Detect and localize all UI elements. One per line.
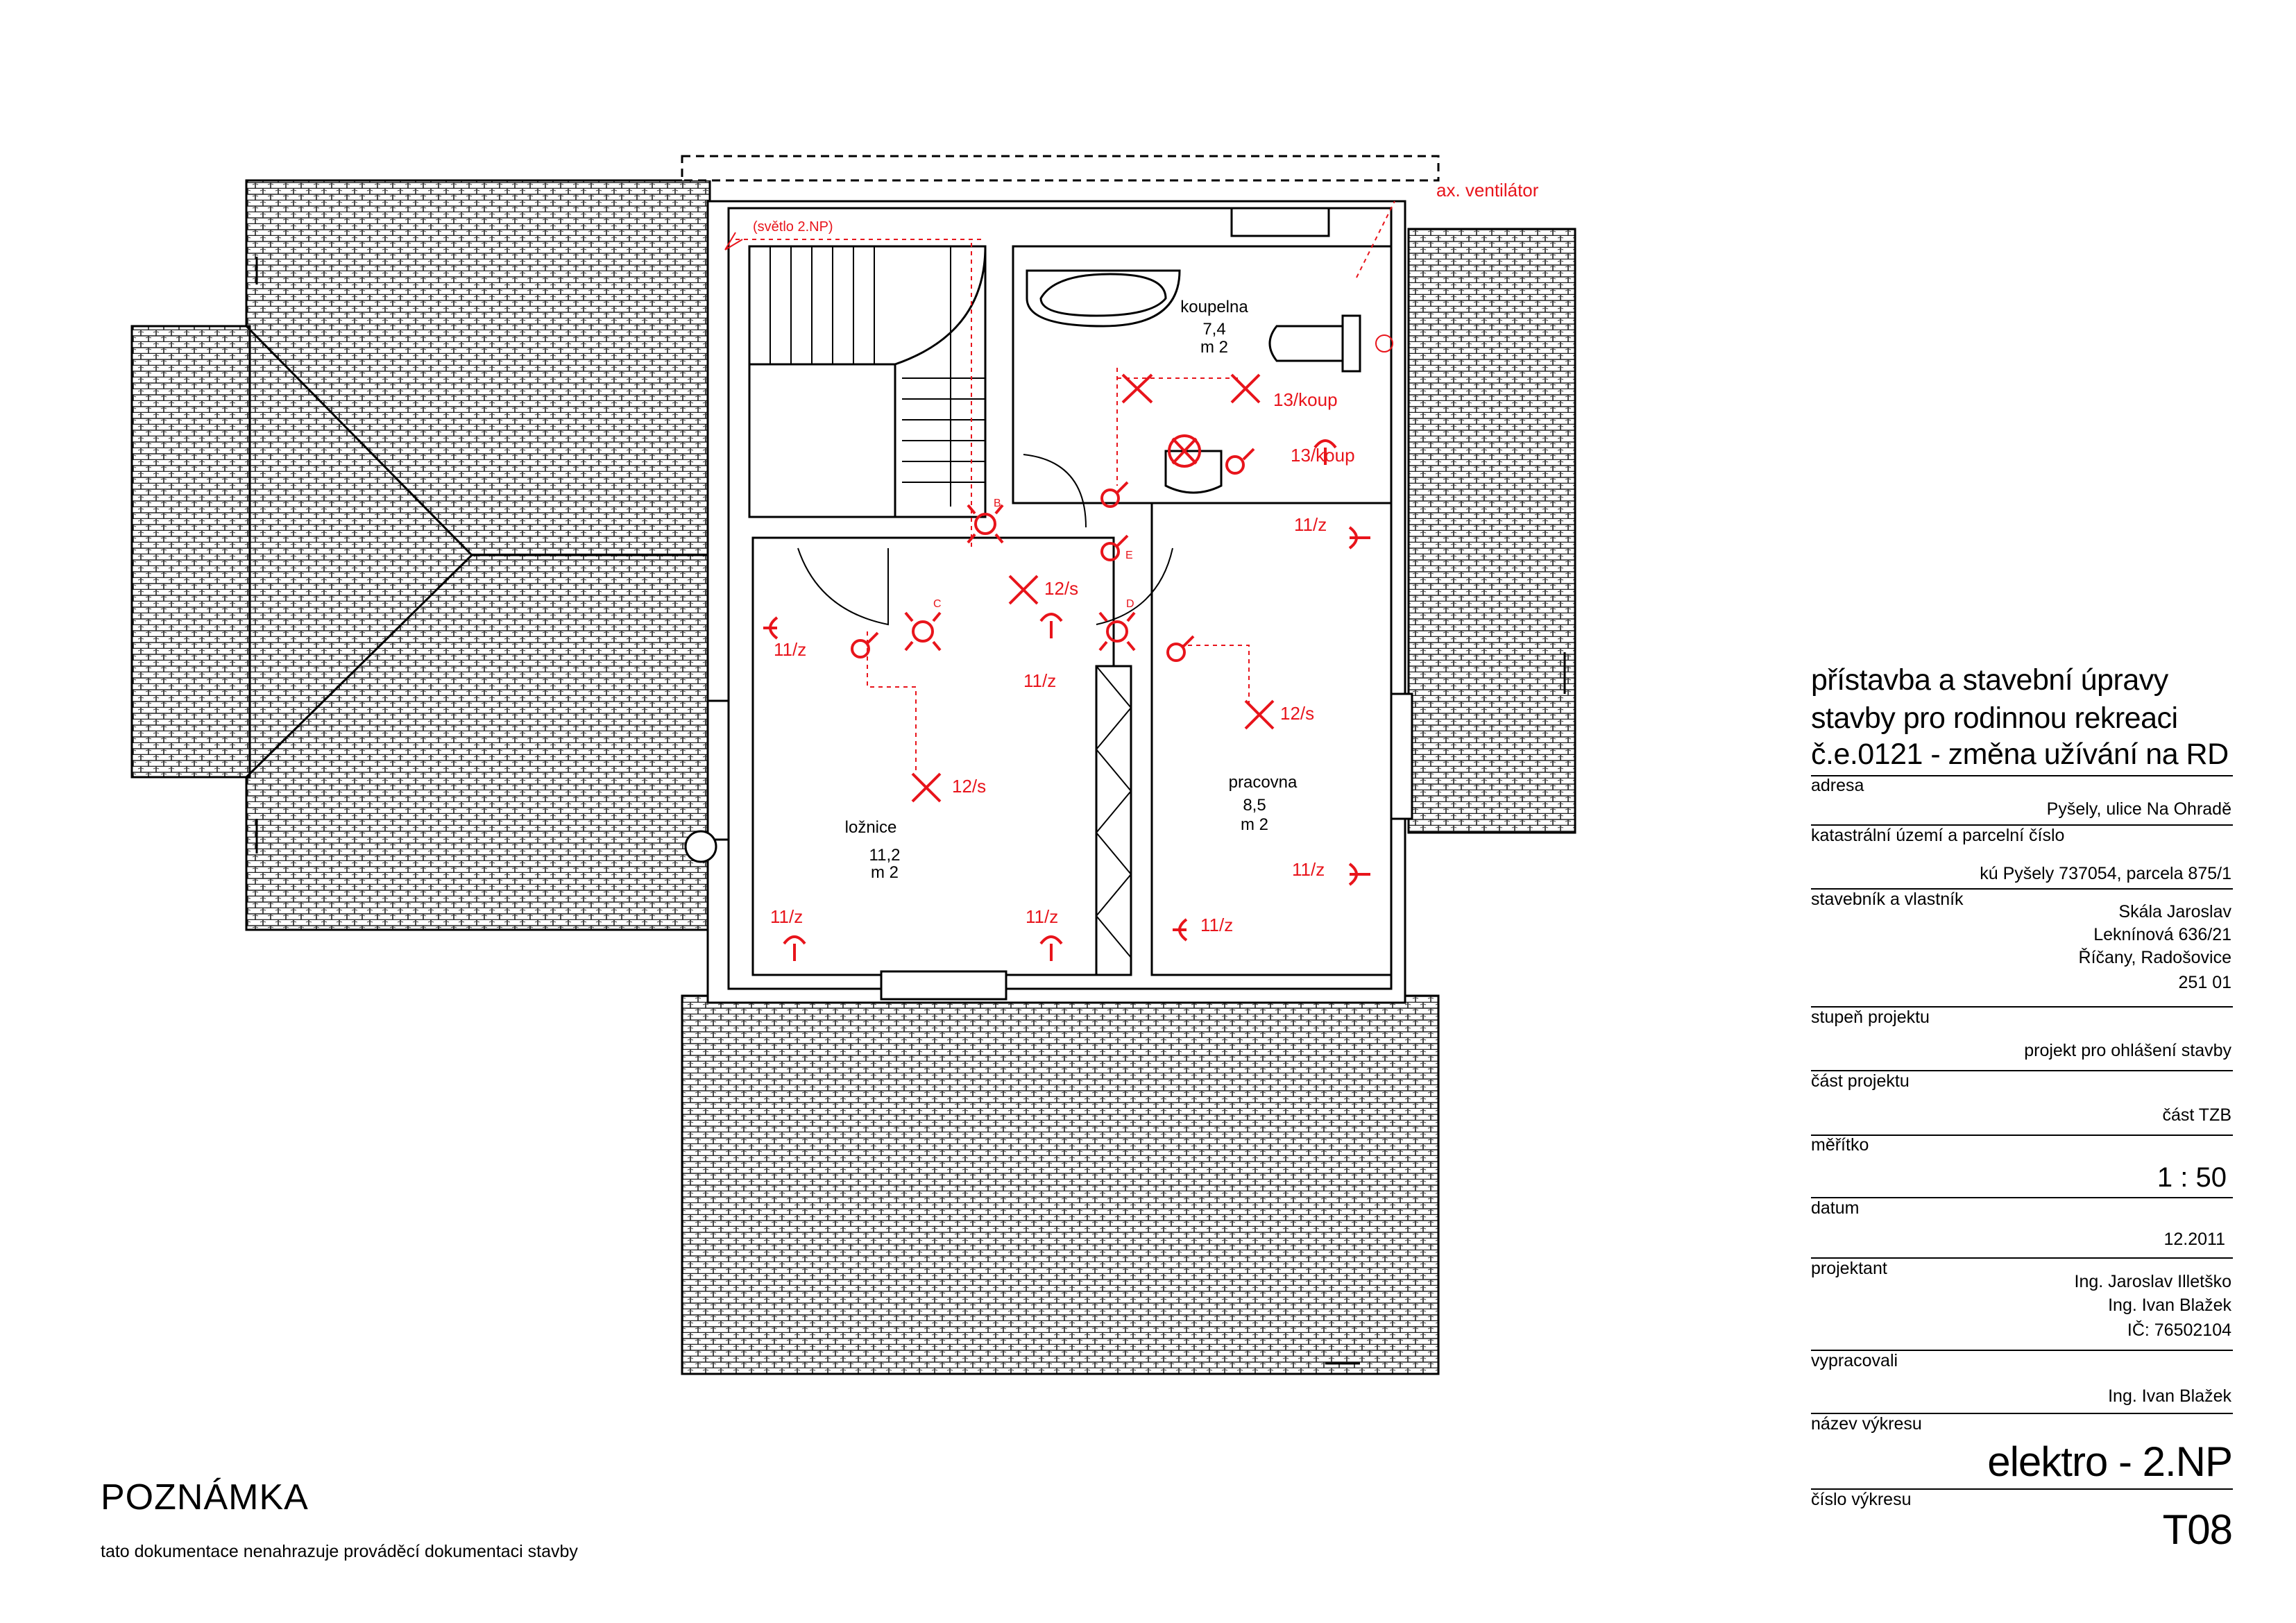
owner-label: stavebník a vlastník <box>1811 890 1964 909</box>
parcel-value: kú Pyšely 737054, parcela 875/1 <box>1980 864 2231 883</box>
stage-value: projekt pro ohlášení stavby <box>2024 1041 2231 1060</box>
circuit-label: 13/koup <box>1273 389 1338 410</box>
circuit-label: 11/z <box>1294 514 1327 535</box>
note-text: tato dokumentace nenahrazuje prováděcí d… <box>101 1542 578 1561</box>
divider <box>1811 1350 2233 1351</box>
divider <box>1811 1413 2233 1414</box>
circuit-label: 11/z <box>774 639 806 660</box>
divider <box>1811 1197 2233 1198</box>
scale-label: měřítko <box>1811 1135 1869 1155</box>
prepared-value: Ing. Ivan Blažek <box>2108 1386 2231 1406</box>
project-title-line-1: přístavba a stavební úpravy <box>1811 663 2168 697</box>
divider <box>1811 1135 2233 1136</box>
switch-letter: D <box>1126 598 1134 610</box>
room-name: ložnice <box>845 818 897 837</box>
drawing-name-label: název výkresu <box>1811 1414 1922 1434</box>
divider <box>1811 1257 2233 1259</box>
room-area: 8,5 <box>1243 796 1266 815</box>
ceiling-light-icon <box>1008 575 1039 605</box>
divider <box>1811 775 2233 776</box>
circuit-label: 12/s <box>1044 578 1078 599</box>
room-unit: m 2 <box>871 863 899 882</box>
drawing-number-label: číslo výkresu <box>1811 1490 1912 1509</box>
building-walls <box>681 155 1440 1004</box>
divider <box>1811 888 2233 890</box>
project-title-line-2: stavby pro rodinnou rekreaci <box>1811 702 2178 735</box>
electrical-layer <box>724 201 1395 961</box>
designer-label: projektant <box>1811 1259 1887 1278</box>
switch-letter: B <box>994 498 1001 509</box>
ceiling-light-icon <box>911 772 942 803</box>
date-value: 12.2011 <box>2163 1230 2225 1249</box>
owner-line-4: 251 01 <box>2178 973 2231 992</box>
roof-south <box>681 994 1440 1375</box>
designer-line-2: Ing. Ivan Blažek <box>2108 1295 2231 1315</box>
parcel-label: katastrální území a parcelní číslo <box>1811 826 2065 845</box>
circuit-label: 11/z <box>1200 915 1233 935</box>
room-area: 11,2 <box>869 846 901 865</box>
prepared-label: vypracovali <box>1811 1351 1898 1370</box>
room-name: koupelna <box>1180 298 1248 316</box>
circuit-label: 11/z <box>1292 859 1325 880</box>
divider <box>1811 824 2233 826</box>
circuit-label: 13/koup <box>1291 445 1355 466</box>
part-label: část projektu <box>1811 1071 1910 1091</box>
room-area: 7,4 <box>1202 320 1225 339</box>
designer-line-3: IČ: 76502104 <box>2127 1320 2231 1340</box>
switch-letter: C <box>933 598 942 610</box>
circuit-label: 11/z <box>1026 906 1058 927</box>
circuit-label: 12/s <box>952 776 986 797</box>
roof-west <box>130 179 711 931</box>
drawing-name-value: elektro - 2.NP <box>1987 1438 2233 1485</box>
note-title: POZNÁMKA <box>101 1477 309 1518</box>
room-labels: koupelna 7,4 m 2 ložnice 11,2 m 2 pracov… <box>845 298 1298 882</box>
switch-icon <box>851 448 1255 662</box>
divider <box>1811 1488 2233 1490</box>
divider <box>1811 1070 2233 1071</box>
roof-east <box>1407 228 1576 834</box>
switch-letter: E <box>1125 550 1133 561</box>
circuit-label: 11/z <box>1023 670 1056 691</box>
ceiling-light-icon <box>1121 373 1153 404</box>
room-unit: m 2 <box>1241 815 1268 834</box>
double-switch-icon <box>904 504 1136 652</box>
room-name: pracovna <box>1229 773 1298 792</box>
upper-floor-light-callout: (světlo 2.NP) <box>753 219 833 235</box>
drawing-number-value: T08 <box>2162 1506 2233 1553</box>
designer-line-1: Ing. Jaroslav Illetško <box>2074 1272 2232 1291</box>
address-label: adresa <box>1811 776 1864 795</box>
owner-line-1: Skála Jaroslav <box>2118 902 2231 921</box>
scale-value: 1 : 50 <box>2157 1162 2227 1193</box>
address-value: Pyšely, ulice Na Ohradě <box>2046 799 2231 819</box>
room-unit: m 2 <box>1200 338 1228 357</box>
divider <box>1811 1006 2233 1008</box>
stage-label: stupeň projektu <box>1811 1008 1930 1027</box>
drawing-labels: (světlo 2.NP) ax. ventilátor 13/koup 13/… <box>753 180 1539 935</box>
date-label: datum <box>1811 1198 1860 1218</box>
ceiling-light-icon <box>1244 699 1275 730</box>
fan-callout: ax. ventilátor <box>1436 180 1539 201</box>
socket-icon <box>763 439 1370 961</box>
circuit-label: 11/z <box>770 906 803 927</box>
part-value: část TZB <box>2162 1105 2231 1125</box>
owner-line-3: Říčany, Radošovice <box>2078 948 2231 967</box>
project-title-line-3: č.e.0121 - změna užívání na RD <box>1811 738 2229 771</box>
ceiling-light-icon <box>1230 373 1261 404</box>
owner-line-2: Leknínová 636/21 <box>2093 925 2231 944</box>
circuit-label: 12/s <box>1280 703 1314 724</box>
